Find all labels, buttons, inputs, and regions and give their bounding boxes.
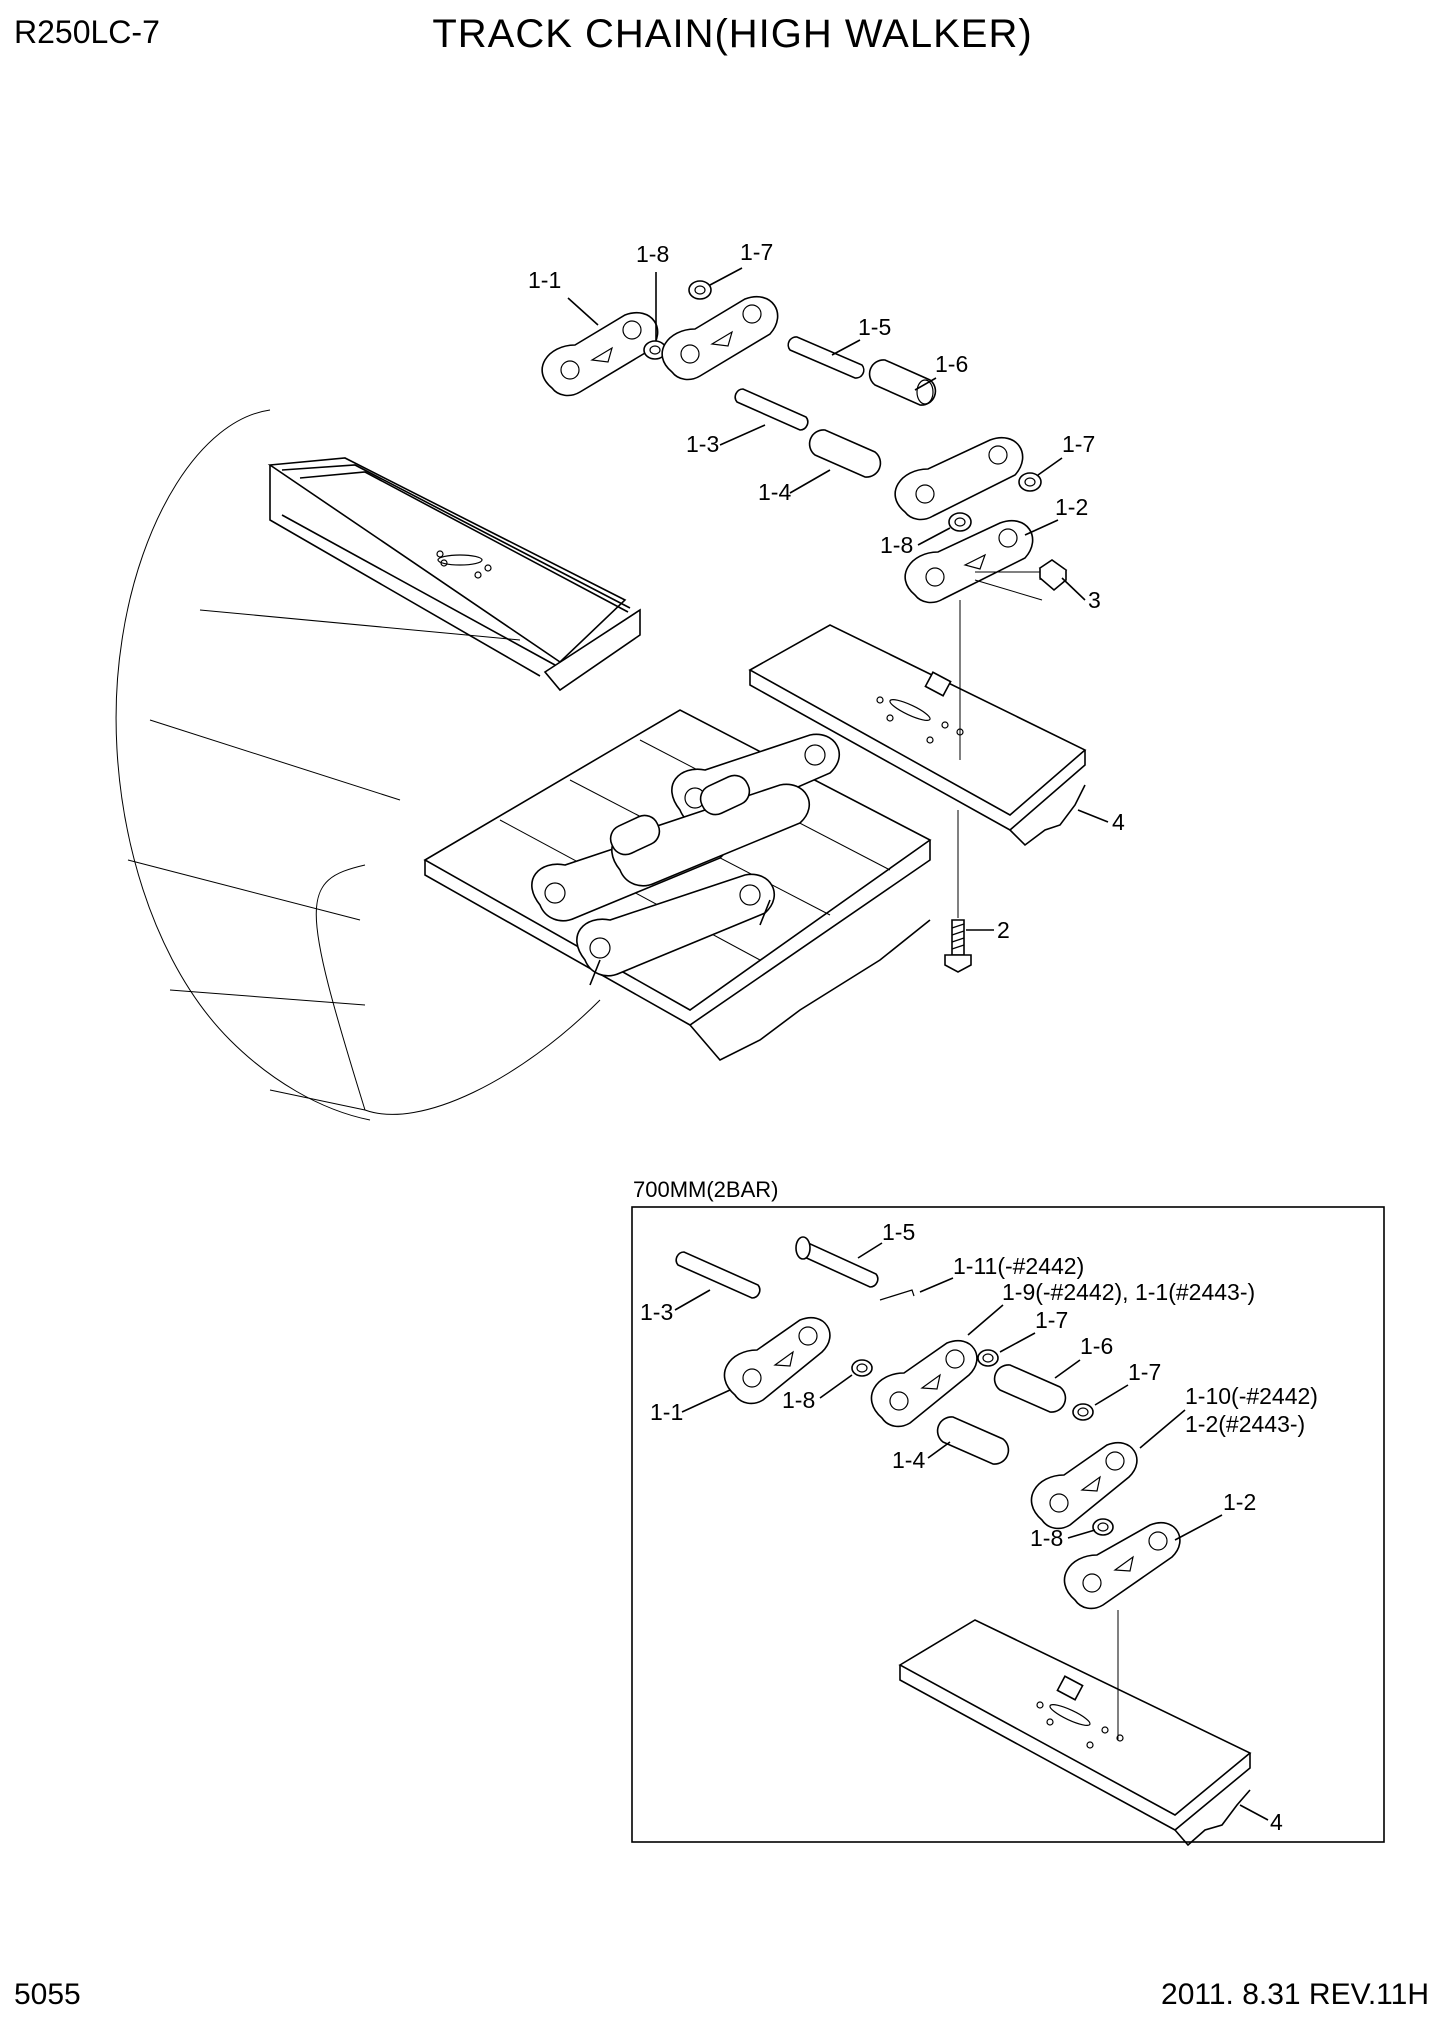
inset-callout-1-4: 1-4 — [892, 1447, 925, 1473]
inset-title: 700MM(2BAR) — [633, 1177, 778, 1202]
main-callouts: 1-1 1-8 1-7 1-5 1-6 1-3 1-4 1-7 1-2 1-8 … — [528, 239, 1125, 943]
inset-callout-1-2: 1-2 — [1223, 1489, 1256, 1515]
callout-1-7-b: 1-7 — [1062, 431, 1095, 457]
inset-callout-1-10: 1-10(-#2442) — [1185, 1383, 1318, 1409]
inset-callout-1-8: 1-8 — [782, 1387, 815, 1413]
inset-callout-4: 4 — [1270, 1809, 1283, 1835]
callout-1-2: 1-2 — [1055, 494, 1088, 520]
inset-callout-1-5: 1-5 — [882, 1219, 915, 1245]
track-assembly-drawing — [115, 409, 932, 1121]
inset-frame — [631, 1206, 1385, 1843]
callout-1-4: 1-4 — [758, 479, 791, 505]
page-title: TRACK CHAIN(HIGH WALKER) — [432, 12, 1033, 56]
callout-1-1: 1-1 — [528, 267, 561, 293]
inset-callout-1-7: 1-7 — [1035, 1307, 1068, 1333]
inset-callout-1-2-range: 1-2(#2443-) — [1185, 1411, 1305, 1437]
callout-1-8-b: 1-8 — [880, 532, 913, 558]
callout-1-7: 1-7 — [740, 239, 773, 265]
callout-1-3: 1-3 — [686, 431, 719, 457]
inset-callout-1-11: 1-11(-#2442) — [953, 1253, 1084, 1279]
callout-1-8: 1-8 — [636, 241, 669, 267]
model-number: R250LC-7 — [14, 14, 160, 50]
callout-3: 3 — [1088, 587, 1101, 613]
page-number: 5055 — [14, 1978, 81, 2011]
exploded-parts-main — [541, 280, 1087, 973]
callout-4: 4 — [1112, 809, 1125, 835]
callout-1-6: 1-6 — [935, 351, 968, 377]
callout-1-5: 1-5 — [858, 314, 891, 340]
inset-panel: 700MM(2BAR) — [631, 1177, 1385, 1847]
inset-callout-1-1: 1-1 — [650, 1399, 683, 1425]
revision-date: 2011. 8.31 REV.11H — [1161, 1978, 1429, 2011]
inset-callout-1-8-b: 1-8 — [1030, 1525, 1063, 1551]
inset-callout-1-7-b: 1-7 — [1128, 1359, 1161, 1385]
inset-callout-1-9: 1-9(-#2442), 1-1(#2443-) — [1002, 1279, 1255, 1305]
callout-2: 2 — [997, 917, 1010, 943]
inset-callout-1-6: 1-6 — [1080, 1333, 1113, 1359]
inset-callout-1-3: 1-3 — [640, 1299, 673, 1325]
